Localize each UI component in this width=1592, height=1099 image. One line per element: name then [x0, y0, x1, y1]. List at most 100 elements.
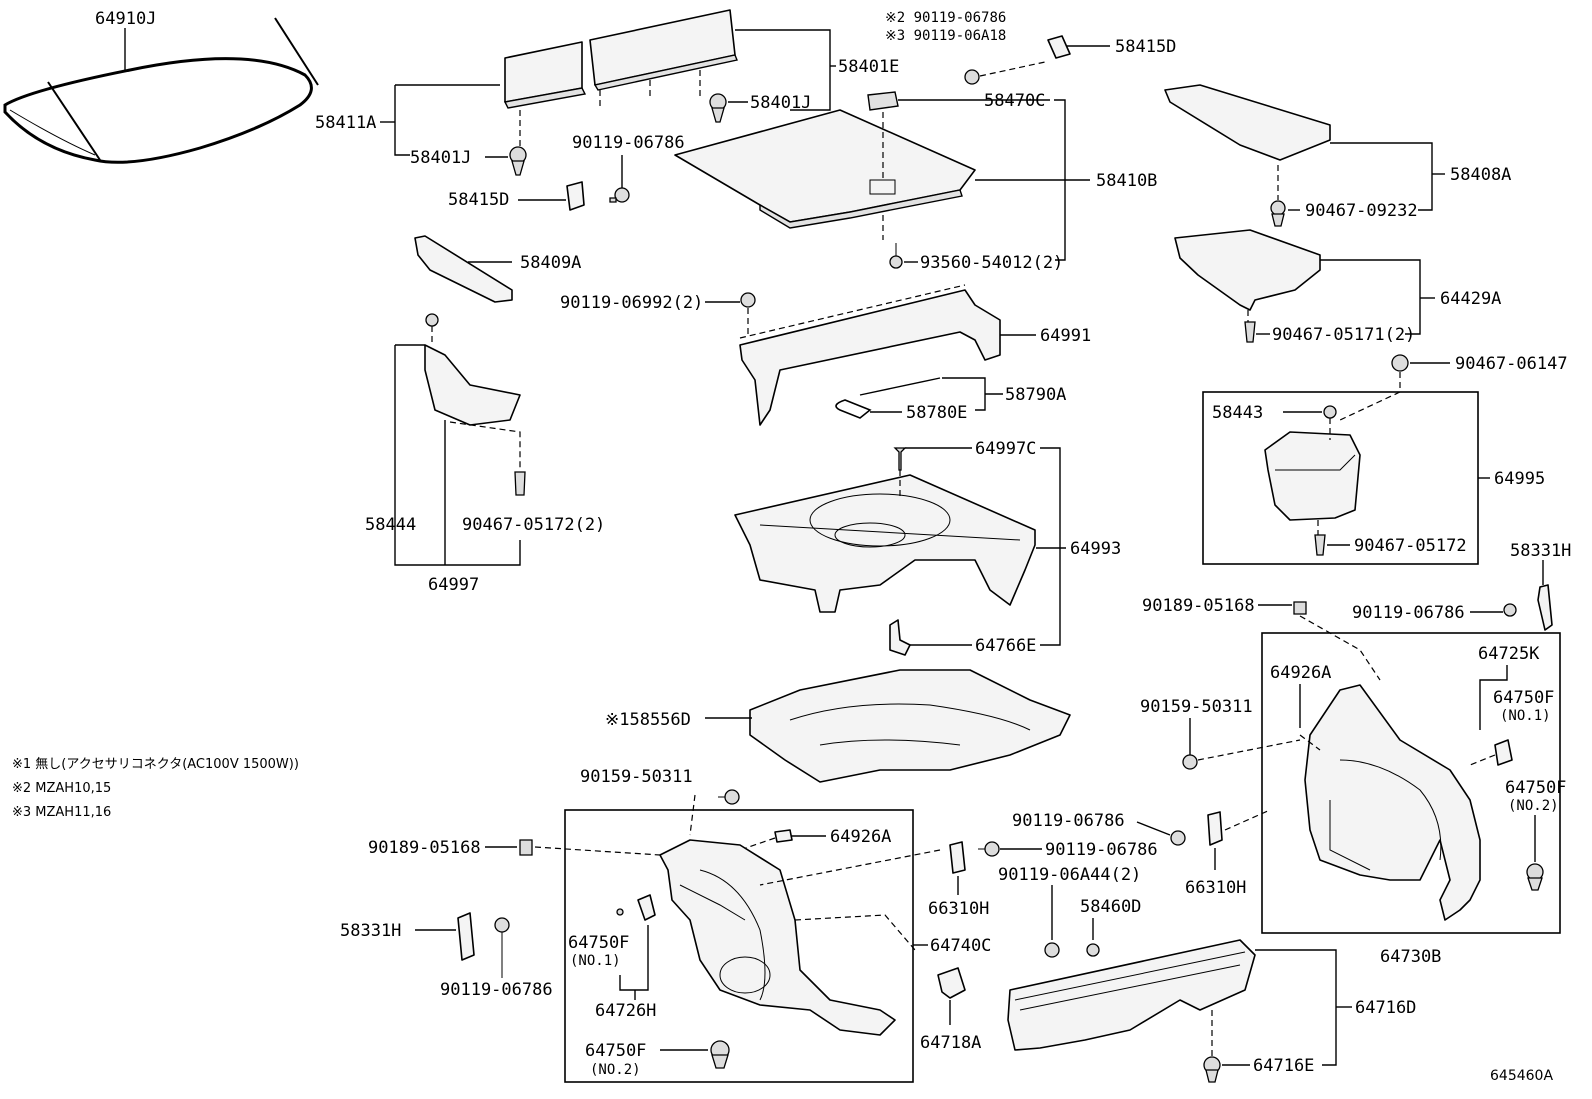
label-64993: 64993: [1070, 539, 1121, 559]
label-90189-05168-a: 90189-05168: [1142, 596, 1255, 616]
note-mz2-bolt: ※2 90119-06786: [885, 10, 1006, 26]
bolt-90159-50311-a: [1182, 754, 1198, 770]
label-58780E: 58780E: [906, 403, 967, 423]
clip-58460D: [1086, 943, 1100, 957]
label-58401E: 58401E: [838, 57, 899, 77]
bolt-90119-06786-c: [494, 917, 510, 978]
label-64750F-a: 64750F: [1493, 688, 1554, 708]
part-64726H: [616, 894, 656, 921]
note-2: ※2 MZAH10,15: [12, 781, 111, 796]
label-90467-06147: 90467-06147: [1455, 354, 1568, 374]
label-64995: 64995: [1494, 469, 1545, 489]
label-64926A-a: 64926A: [1270, 663, 1331, 683]
part-64991: [739, 289, 1001, 426]
label-64750F-c-no: (NO.1): [570, 953, 621, 969]
label-66310H-b: 66310H: [1185, 878, 1246, 898]
label-58411A: 58411A: [315, 113, 376, 133]
label-90159-50311-a: 90159-50311: [1140, 697, 1253, 717]
label-90119-06786-a: 90119-06786: [572, 133, 685, 153]
bolt-90119-06786-e: [978, 841, 1000, 857]
label-90467-05172-2: 90467-05172(2): [462, 515, 605, 535]
clip-90467-05171: [1244, 321, 1256, 343]
bolt-90119-06992: [740, 292, 756, 308]
label-90467-05172: 90467-05172: [1354, 536, 1467, 556]
label-64750F-b-no: (NO.2): [1508, 798, 1559, 814]
label-58790A: 58790A: [1005, 385, 1066, 405]
clip-90189-05168-a: [1293, 601, 1307, 615]
part-64766E: [889, 619, 911, 656]
part-58780E: [835, 377, 941, 419]
part-58470C: [867, 91, 899, 111]
label-90119-06992-2: 90119-06992(2): [560, 293, 703, 313]
part-64718A: [937, 967, 966, 999]
label-58401J-a: 58401J: [750, 93, 811, 113]
label-64740C: 64740C: [930, 936, 991, 956]
label-64429A: 64429A: [1440, 289, 1501, 309]
label-58556D: ※158556D: [605, 710, 691, 730]
label-64730B: 64730B: [1380, 947, 1441, 967]
note-1: ※1 無し(アクセサリコネクタ(AC100V 1500W)): [12, 757, 299, 772]
label-64750F-d-no: (NO.2): [590, 1062, 641, 1078]
label-58331H-b: 58331H: [340, 921, 401, 941]
part-58331H-b: [457, 912, 475, 961]
note-mz3-bolt: ※3 90119-06A18: [885, 28, 1006, 44]
label-93560-54012-2: 93560-54012(2): [920, 253, 1063, 273]
part-58444: [424, 313, 521, 426]
bolt-90119-06786-d: [1170, 830, 1186, 846]
label-58408A: 58408A: [1450, 165, 1511, 185]
part-58331H-a: [1537, 584, 1553, 631]
bolt-90159-50311-b: [718, 789, 740, 805]
part-66310H-b: [1207, 811, 1223, 846]
label-64750F-b: 64750F: [1505, 778, 1566, 798]
clip-90467-05172: [1314, 534, 1326, 556]
part-64730B-panel: [1304, 684, 1481, 921]
part-58401E-boards: [503, 9, 738, 109]
part-64910J-frame: [3, 17, 319, 164]
label-90119-06786-b: 90119-06786: [1352, 603, 1465, 623]
label-90119-06A44-2: 90119-06A44(2): [998, 865, 1141, 885]
part-64740C-panel: [659, 839, 896, 1036]
label-58470C: 58470C: [984, 91, 1045, 111]
label-64750F-c: 64750F: [568, 933, 629, 953]
label-64910J: 64910J: [95, 9, 156, 29]
label-58443: 58443: [1212, 403, 1263, 423]
label-90189-05168-b: 90189-05168: [368, 838, 481, 858]
label-64766E: 64766E: [975, 636, 1036, 656]
bolt-90119-06786-a: [609, 187, 630, 203]
bolt-90119-06A44: [1044, 942, 1060, 958]
label-90467-09232: 90467-09232: [1305, 201, 1418, 221]
label-64718A: 64718A: [920, 1033, 981, 1053]
bolt-90119-mz: [964, 69, 980, 85]
label-58331H-a: 58331H: [1510, 541, 1571, 561]
note-3: ※3 MZAH11,16: [12, 805, 111, 820]
part-64995-box: [1264, 431, 1361, 521]
group-box-64740C: [564, 809, 914, 1083]
label-64725K: 64725K: [1478, 644, 1540, 664]
part-64429A: [1174, 229, 1321, 311]
label-58409A: 58409A: [520, 253, 581, 273]
part-58409A: [414, 235, 513, 303]
part-58556D-mat: [749, 669, 1071, 783]
label-90119-06786-e: 90119-06786: [1045, 840, 1158, 860]
part-58410B-board: [674, 109, 976, 229]
clip-58401J-b: [509, 146, 527, 176]
part-64716D-sill: [1007, 939, 1256, 1051]
label-58460D: 58460D: [1080, 897, 1141, 917]
bracket-58415D-a: [566, 181, 585, 211]
clip-90467-05172-2: [514, 471, 526, 496]
part-64993-tray: [734, 474, 1036, 613]
label-58401J-b: 58401J: [410, 148, 471, 168]
label-90467-05171-2: 90467-05171(2): [1272, 325, 1415, 345]
label-64750F-d: 64750F: [585, 1041, 646, 1061]
diagram-id: 645460A: [1490, 1068, 1553, 1084]
part-66310H-a: [949, 841, 966, 874]
label-90159-50311-b: 90159-50311: [580, 767, 693, 787]
label-64750F-a-no: (NO.1): [1500, 708, 1551, 724]
label-58444: 58444: [365, 515, 416, 535]
screw-64997C: [893, 447, 907, 471]
clip-64716E: [1203, 1056, 1221, 1083]
label-64726H: 64726H: [595, 1001, 656, 1021]
label-64926A-b: 64926A: [830, 827, 891, 847]
label-64716D: 64716D: [1355, 998, 1416, 1018]
clip-90467-06147: [1391, 354, 1409, 372]
